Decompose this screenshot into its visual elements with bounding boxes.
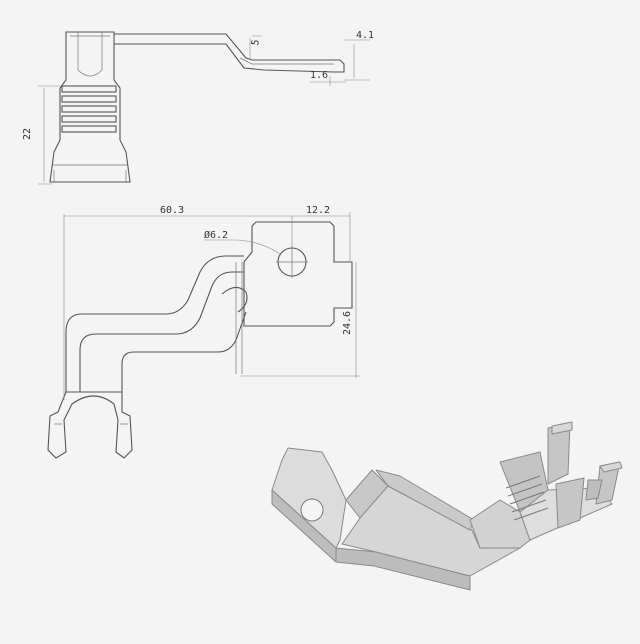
dim-side-height: 22 <box>22 128 33 140</box>
isometric-render <box>271 421 623 591</box>
dim-tab-width: 12.2 <box>306 205 330 216</box>
dim-hole-diameter: Ø6.2 <box>204 229 228 241</box>
dim-total-length: 60.3 <box>160 205 184 216</box>
dim-slot-width: 1.6 <box>310 70 328 81</box>
plan-view: 60.3 12.2 Ø6.2 24.6 <box>47 205 360 459</box>
top-side-view: 5 4.1 1.6 22 <box>22 30 374 185</box>
dim-top-height: 5 <box>250 39 262 47</box>
dim-tab-height: 24.6 <box>342 311 353 335</box>
dim-right-height: 4.1 <box>356 30 374 41</box>
